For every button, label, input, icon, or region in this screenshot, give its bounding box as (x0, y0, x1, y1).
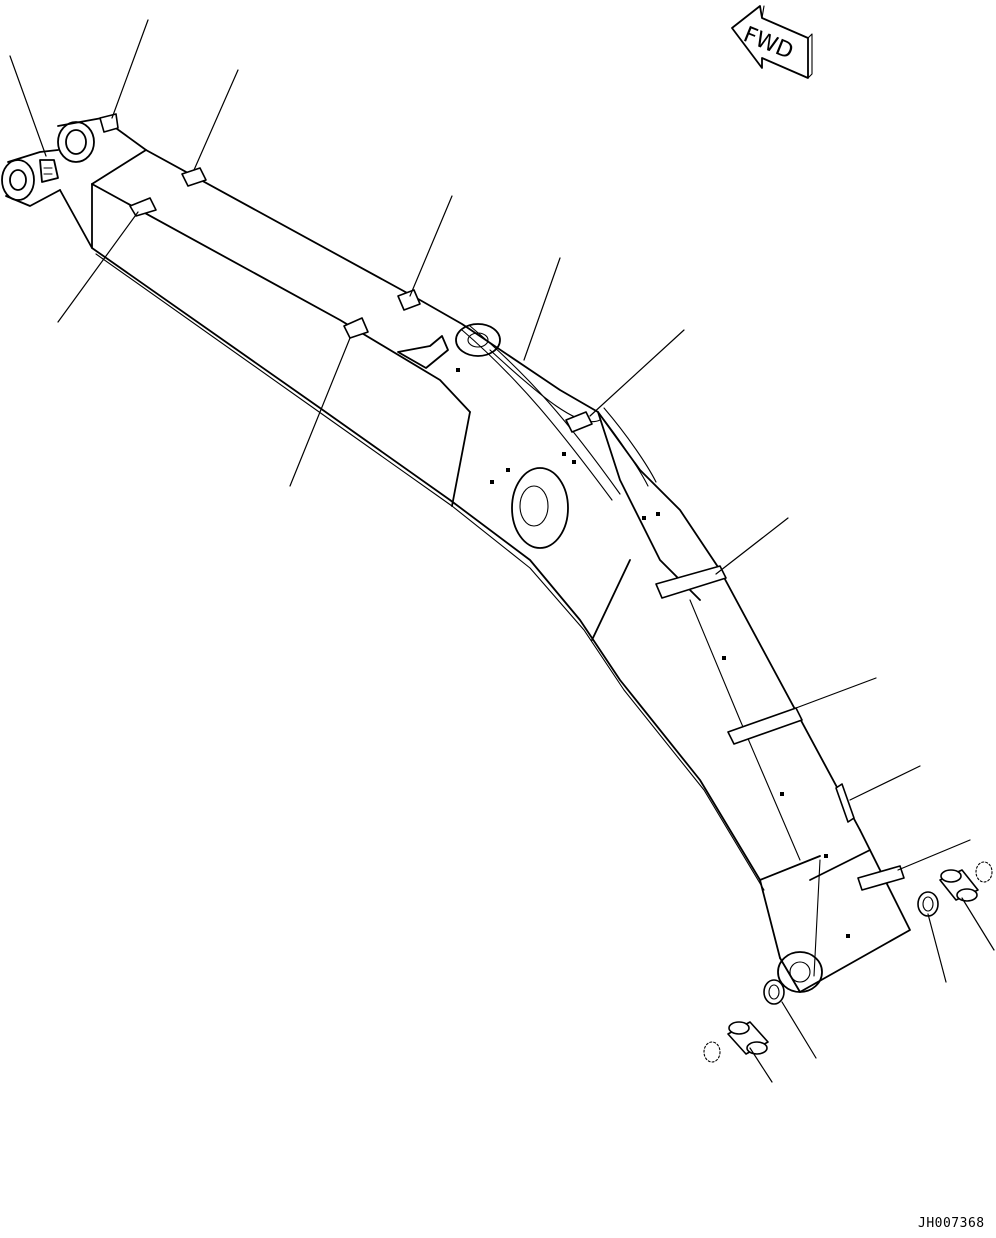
boom-assembly-icon (1, 117, 911, 993)
drawing-id: JH007368 (918, 1216, 985, 1231)
callout-leaders (9, 19, 995, 1083)
clamp-icon (99, 113, 905, 938)
bushing-icon (727, 869, 979, 1055)
fwd-arrow-icon: FWD (731, 5, 813, 79)
